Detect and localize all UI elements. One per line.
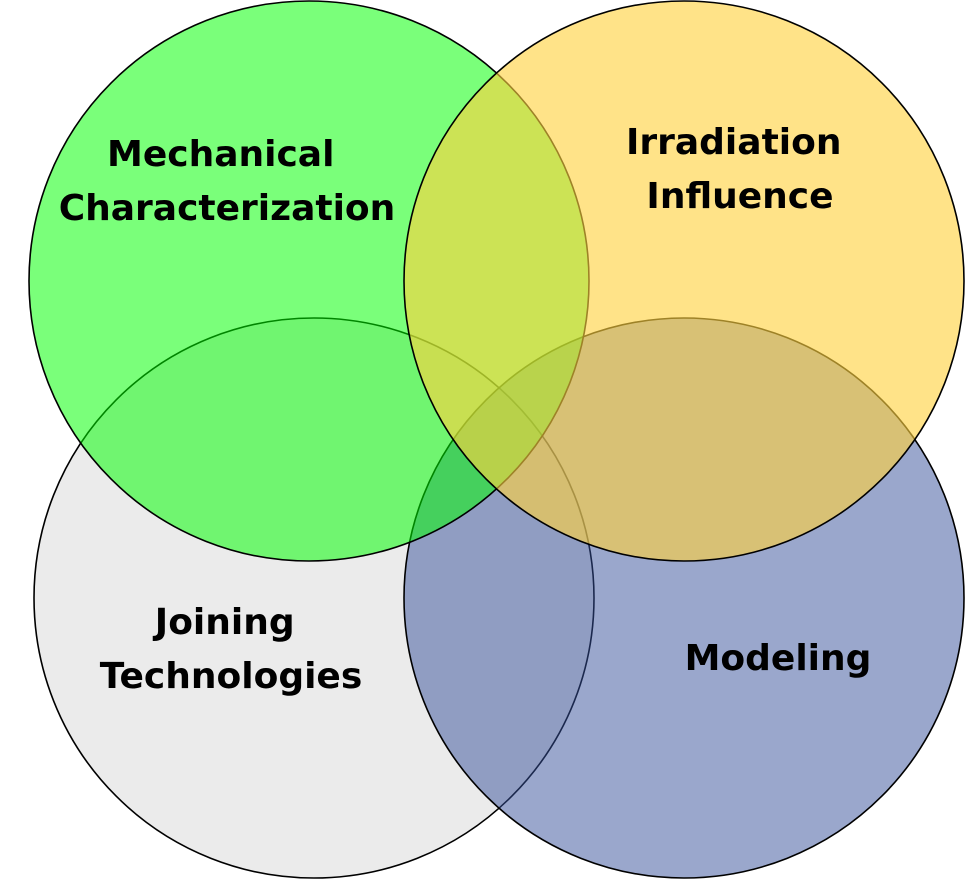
label-mechanical-line-2: Characterization (59, 188, 396, 229)
label-joining-technologies: Joining Technologies (100, 602, 363, 697)
label-irradiation-line-1: Irradiation (626, 122, 842, 163)
circle-irradiation-influence (403, 0, 965, 562)
label-mechanical-line-1: Mechanical (107, 134, 334, 175)
label-irradiation-line-2: Influence (646, 176, 833, 217)
label-joining-line-2: Technologies (100, 656, 363, 697)
label-mechanical-characterization: Mechanical Characterization (59, 134, 396, 229)
label-irradiation-influence: Irradiation Influence (626, 122, 854, 217)
label-modeling: Modeling (685, 638, 872, 679)
label-joining-line-1: Joining (152, 602, 295, 643)
label-modeling-line-1: Modeling (685, 638, 872, 679)
